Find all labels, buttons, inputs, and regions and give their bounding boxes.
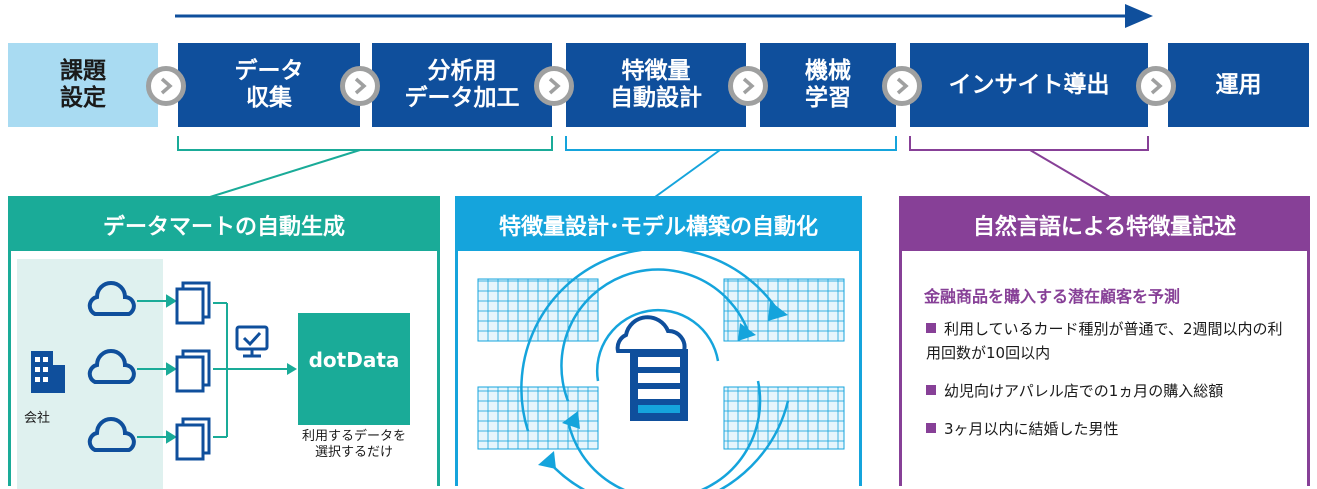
step-insight: インサイト導出: [910, 43, 1148, 127]
panel-title: 自然言語による特徴量記述: [902, 199, 1307, 251]
dotdata-logo: dotData: [308, 348, 400, 372]
step-label: 課題 設定: [60, 58, 106, 111]
cloud-database-icon: [87, 281, 136, 452]
chevron-right-icon: [340, 66, 380, 106]
monitor-check-icon: [235, 325, 269, 358]
cloud-server-icon: [615, 315, 688, 421]
step-problem-setting: 課題 設定: [8, 43, 158, 127]
list-item: 幼児向けアパレル店での1ヵ月の購入総額: [926, 379, 1296, 403]
datamart-diagram: [17, 259, 410, 489]
building-icon: [31, 351, 65, 393]
list-item: 3ヶ月以内に結婚した男性: [926, 417, 1296, 441]
step-label: データ 収集: [234, 58, 304, 111]
company-label: 会社: [24, 411, 51, 426]
feature-cycle-diagram: [477, 251, 845, 489]
chevron-right-icon: [534, 66, 574, 106]
panel-title: 特徴量設計･モデル構築の自動化: [458, 199, 859, 251]
step-data-collection: データ 収集: [178, 43, 360, 127]
chevron-right-icon: [728, 66, 768, 106]
bullet-square-icon: [926, 423, 936, 433]
chevron-right-icon: [146, 66, 186, 106]
step-data-processing: 分析用 データ加工: [372, 43, 552, 127]
list-item: 利用しているカード種別が普通で、2週間以内の利用回数が10回以内: [926, 317, 1296, 365]
panel-natural-language: 自然言語による特徴量記述 金融商品を購入する潜在顧客を予測 利用しているカード種…: [899, 196, 1310, 486]
document-icon: [175, 281, 211, 461]
bullet-text: 幼児向けアパレル店での1ヵ月の購入総額: [944, 382, 1224, 400]
step-machine-learning: 機械 学習: [760, 43, 896, 127]
step-label: 機械 学習: [805, 58, 851, 111]
step-label: インサイト導出: [948, 71, 1110, 98]
bullet-text: 3ヶ月以内に結婚した男性: [944, 420, 1119, 438]
datamart-caption: 利用するデータを 選択するだけ: [301, 429, 406, 460]
panel-feature-automation: 特徴量設計･モデル構築の自動化: [455, 196, 862, 489]
panel-datamart: データマートの自動生成: [8, 196, 440, 489]
step-operation: 運用: [1168, 43, 1309, 127]
step-label: 運用: [1215, 71, 1262, 98]
bullet-square-icon: [926, 385, 936, 395]
bullet-text: 利用しているカード種別が普通で、2週間以内の利用回数が10回以内: [926, 320, 1283, 362]
bullet-square-icon: [926, 323, 936, 333]
step-label: 特徴量 自動設計: [610, 58, 702, 111]
chevron-right-icon: [882, 66, 922, 106]
process-arrow: [175, 4, 1153, 28]
chevron-right-icon: [1136, 66, 1176, 106]
panel-title: データマートの自動生成: [11, 199, 437, 251]
step-feature-design: 特徴量 自動設計: [566, 43, 746, 127]
prediction-subtitle: 金融商品を購入する潜在顧客を予測: [924, 287, 1181, 306]
step-label: 分析用 データ加工: [404, 58, 520, 111]
bracket-connectors: [177, 136, 1149, 198]
